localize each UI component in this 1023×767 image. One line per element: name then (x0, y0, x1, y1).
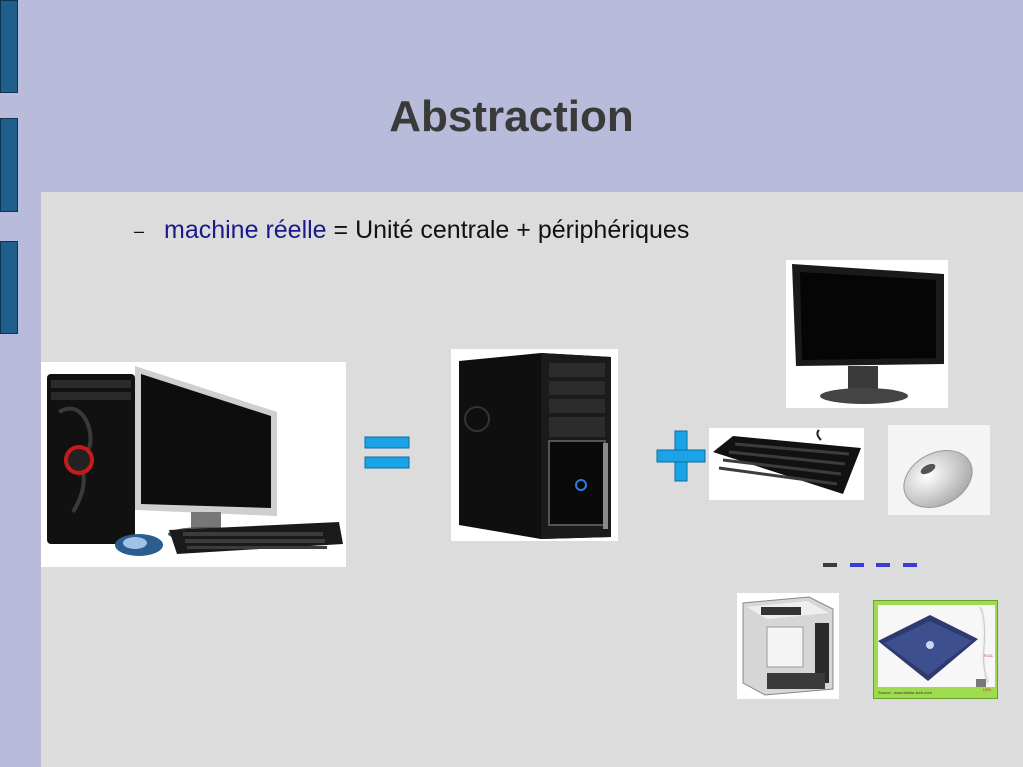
bullet-highlight: machine réelle (164, 216, 327, 244)
tower-case-image (451, 349, 618, 541)
modem-caption: Source : www.bidule-tech.com (878, 690, 932, 695)
modem-image: RJ11 USB Source : www.bidule-tech.com (873, 600, 998, 699)
ellipsis-dashes (823, 563, 917, 567)
desktop-pc-with-monitor-image (41, 362, 346, 567)
bullet-line: –machine réelle = Unité centrale + périp… (134, 216, 689, 245)
equals-sign-icon (364, 436, 410, 469)
sidebar-block-2 (0, 118, 18, 212)
sidebar-block-1 (0, 0, 18, 93)
modem-port-label-usb: USB (982, 687, 991, 692)
plus-sign-icon (656, 430, 706, 482)
bullet-marker: – (134, 220, 145, 241)
mouse-image (888, 425, 990, 515)
printer-image (737, 593, 839, 699)
modem-port-label-rj11: RJ11 (983, 653, 993, 658)
monitor-image (786, 260, 948, 408)
keyboard-image (709, 428, 864, 500)
bullet-text: = Unité centrale + périphériques (326, 216, 690, 244)
sidebar-block-3 (0, 241, 18, 334)
slide-title: Abstraction (389, 92, 634, 141)
